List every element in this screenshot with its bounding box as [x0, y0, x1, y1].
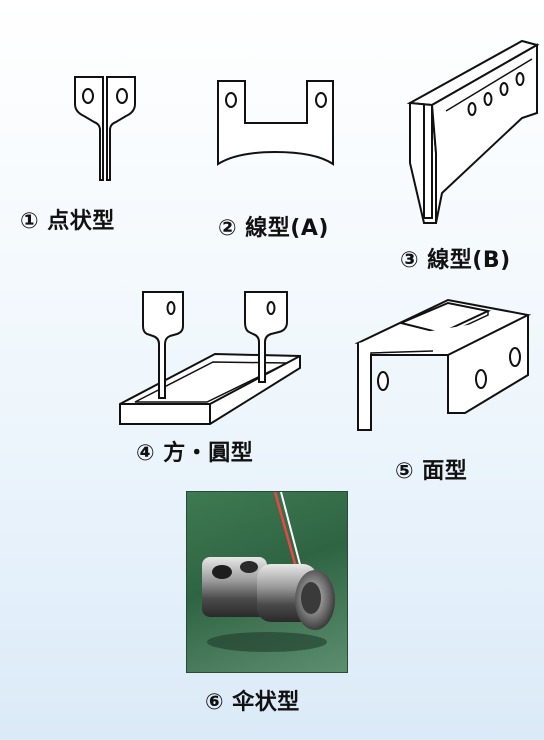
line-type-b-diagram [402, 33, 542, 233]
plane-type-diagram [353, 295, 533, 435]
umbrella-type-photo [186, 491, 348, 673]
label-line-type-b: ③ 線型(B) [400, 248, 511, 273]
label-plane-type: ⑤ 面型 [395, 459, 468, 484]
label-square-round-type: ④ 方・圓型 [136, 441, 254, 466]
point-type-diagram [70, 72, 140, 187]
label-line-type-a: ② 線型(A) [218, 216, 329, 241]
label-umbrella-type: ⑥ 伞状型 [205, 690, 300, 715]
line-type-a-diagram [215, 78, 337, 168]
label-point-type: ① 点状型 [20, 209, 115, 234]
square-round-type-diagram [115, 286, 315, 431]
